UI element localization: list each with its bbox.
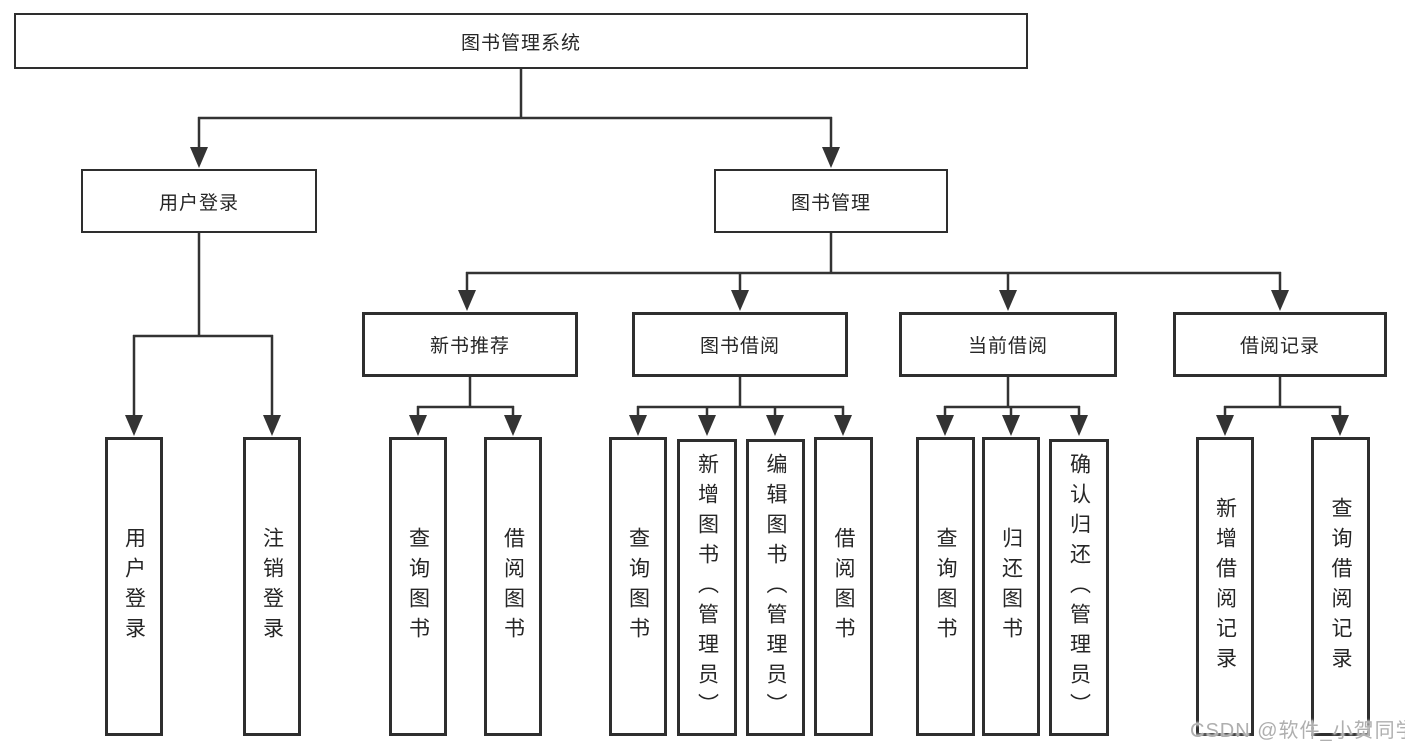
node-book-borrow-label: 图书借阅 xyxy=(699,336,780,357)
leaf-borrow-borrow-books: 借阅图书 xyxy=(814,437,873,736)
leaf-user-login-label: 用户登录 xyxy=(122,526,146,647)
leaf-logout: 注销登录 xyxy=(243,437,301,736)
leaf-borrow-add-books-admin: 新增图书（管理员） xyxy=(677,439,737,736)
node-new-book-recommend: 新书推荐 xyxy=(362,312,578,377)
leaf-records-add-record-label: 新增借阅记录 xyxy=(1213,496,1237,677)
leaf-records-query-record: 查询借阅记录 xyxy=(1311,437,1370,736)
leaf-borrow-borrow-books-label: 借阅图书 xyxy=(832,526,855,647)
node-book-borrow: 图书借阅 xyxy=(632,312,848,377)
leaf-recommend-borrow-books: 借阅图书 xyxy=(484,437,542,736)
node-user-login: 用户登录 xyxy=(81,169,317,233)
node-current-borrow-label: 当前借阅 xyxy=(967,336,1048,357)
leaf-records-query-record-label: 查询借阅记录 xyxy=(1329,496,1352,677)
leaf-user-login: 用户登录 xyxy=(105,437,163,736)
node-root-library-system: 图书管理系统 xyxy=(14,13,1028,69)
node-book-management-label: 图书管理 xyxy=(790,192,871,214)
leaf-borrow-query-books: 查询图书 xyxy=(609,437,667,736)
leaf-recommend-borrow-books-label: 借阅图书 xyxy=(501,526,525,647)
leaf-current-confirm-return-admin: 确认归还（管理员） xyxy=(1049,439,1109,736)
leaf-borrow-add-books-admin-label: 新增图书（管理员） xyxy=(695,452,719,723)
leaf-borrow-query-books-label: 查询图书 xyxy=(626,526,650,647)
node-current-borrow: 当前借阅 xyxy=(899,312,1117,377)
leaf-logout-label: 注销登录 xyxy=(260,526,284,647)
leaf-current-confirm-return-admin-label: 确认归还（管理员） xyxy=(1067,452,1091,723)
leaf-recommend-query-books: 查询图书 xyxy=(389,437,447,736)
arrowheads xyxy=(125,147,1349,436)
leaf-borrow-edit-books-admin: 编辑图书（管理员） xyxy=(746,439,805,736)
node-borrow-records-label: 借阅记录 xyxy=(1239,336,1320,357)
node-user-login-label: 用户登录 xyxy=(158,192,239,214)
node-borrow-records: 借阅记录 xyxy=(1173,312,1387,377)
node-book-management: 图书管理 xyxy=(714,169,948,233)
csdn-watermark: CSDN @软件_小贺同学 xyxy=(1190,720,1405,742)
leaf-current-return-books-label: 归还图书 xyxy=(999,526,1023,647)
leaf-records-add-record: 新增借阅记录 xyxy=(1196,437,1254,736)
leaf-current-query-books: 查询图书 xyxy=(916,437,975,736)
leaf-recommend-query-books-label: 查询图书 xyxy=(406,526,430,647)
leaf-current-return-books: 归还图书 xyxy=(982,437,1040,736)
leaf-current-query-books-label: 查询图书 xyxy=(934,526,957,647)
leaf-borrow-edit-books-admin-label: 编辑图书（管理员） xyxy=(764,452,787,723)
node-root-label: 图书管理系统 xyxy=(460,32,581,54)
node-new-book-recommend-label: 新书推荐 xyxy=(429,336,510,357)
